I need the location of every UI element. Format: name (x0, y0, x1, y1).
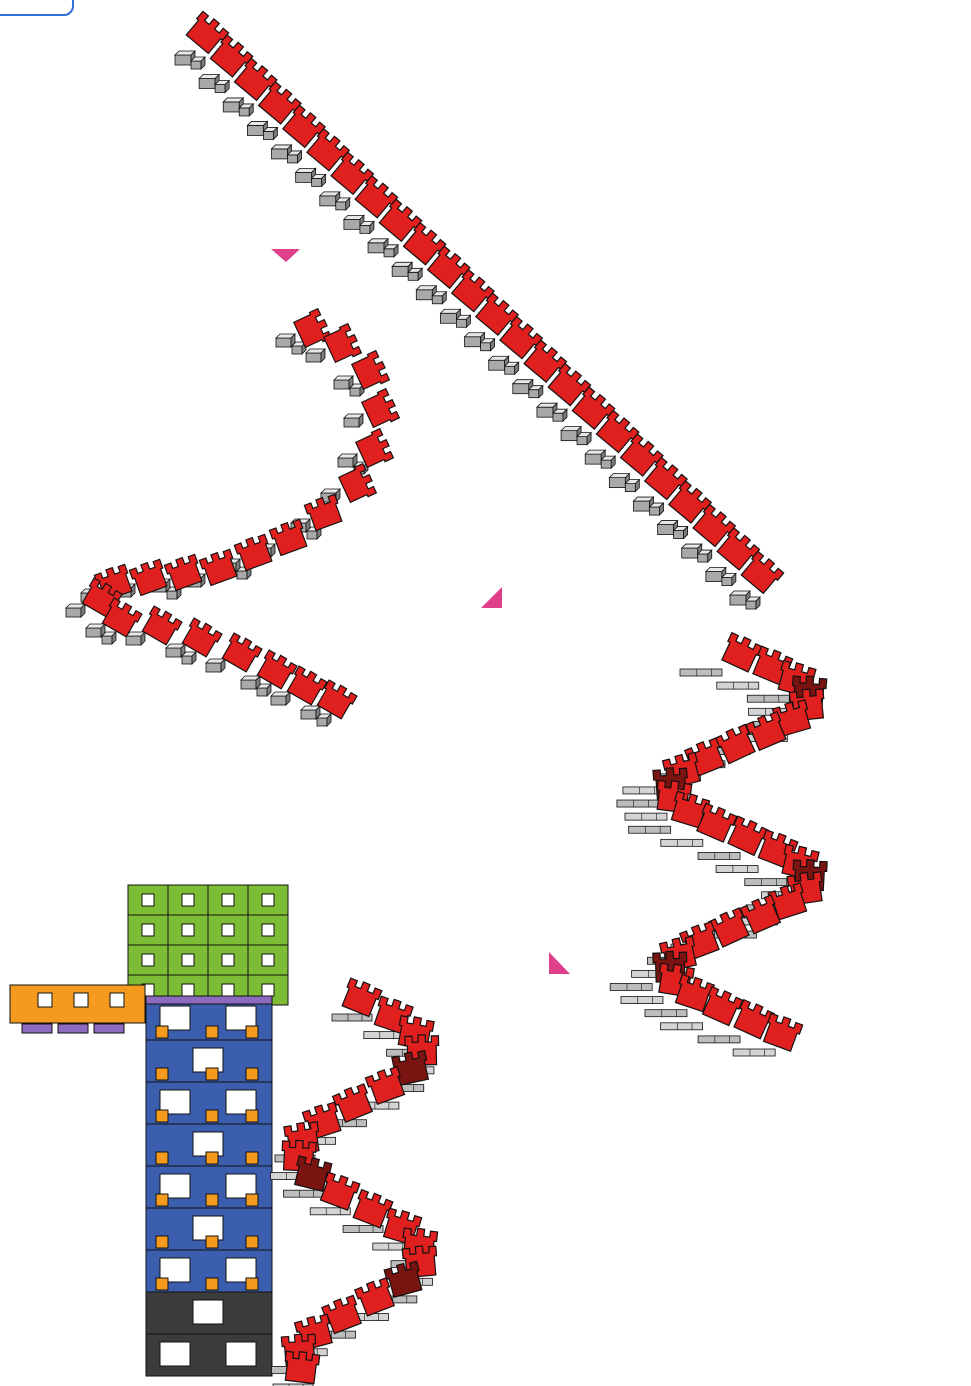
folded-chain-plates (80, 308, 400, 720)
side-block (360, 221, 374, 233)
side-block (432, 292, 446, 304)
side-block (746, 597, 760, 609)
side-bar (661, 1023, 703, 1030)
side-block (312, 174, 326, 186)
side-bar (745, 879, 787, 886)
side-block (257, 684, 271, 696)
side-block (182, 652, 196, 664)
side-block (674, 527, 688, 539)
chain-plate (323, 323, 363, 364)
side-bar (733, 1049, 775, 1056)
side-block (215, 80, 229, 92)
side-block (206, 659, 225, 672)
straight-chain (175, 10, 784, 609)
side-block (553, 409, 567, 421)
side-bar (625, 813, 667, 820)
side-block (239, 104, 253, 116)
side-block (384, 245, 398, 257)
tower-helix (271, 977, 439, 1386)
side-bar (698, 1036, 740, 1043)
side-block (698, 550, 712, 562)
side-block (344, 414, 363, 427)
side-block (601, 456, 615, 468)
chain-plate (338, 463, 378, 504)
chain-plate (140, 605, 182, 646)
chain-plate (351, 1189, 393, 1229)
side-bar (698, 852, 740, 859)
side-block (334, 376, 353, 389)
arrow-down-right-icon (549, 952, 570, 974)
side-bar (680, 669, 722, 676)
side-bar (621, 997, 663, 1004)
side-block (102, 632, 116, 644)
side-block (166, 644, 185, 657)
straight-chain-blocks (175, 51, 760, 609)
side-block (336, 198, 350, 210)
arrow-up-right-icon (481, 587, 502, 608)
side-block (481, 339, 495, 351)
chain-plate (220, 632, 262, 673)
folded-chain (66, 308, 400, 726)
folded-chain-blocks (66, 334, 368, 726)
chain-plate (384, 1260, 424, 1298)
chain-plate (361, 388, 401, 429)
chain-plate (340, 977, 382, 1017)
side-bar (717, 682, 759, 689)
side-block (456, 315, 470, 327)
side-block (408, 268, 422, 280)
side-bar (610, 983, 652, 990)
side-block (288, 151, 302, 163)
side-block (301, 706, 320, 719)
side-block (191, 57, 205, 69)
straight-chain-plates (184, 10, 784, 595)
side-block (66, 604, 85, 617)
helix-chain (610, 632, 827, 1056)
side-bar (716, 866, 758, 873)
tower-body (146, 996, 272, 1376)
side-block (276, 334, 295, 347)
side-bar (661, 839, 703, 846)
side-bar (629, 826, 671, 833)
side-block (338, 454, 357, 467)
side-block (271, 692, 290, 705)
side-bar (645, 1010, 687, 1017)
tower-arm (10, 985, 145, 1033)
arrow-down-icon (271, 249, 300, 262)
side-block (86, 624, 105, 637)
chain-plate (283, 1350, 320, 1384)
side-block (306, 349, 325, 362)
tower-cap (128, 885, 288, 1005)
chain-plate (332, 1083, 374, 1123)
side-block (505, 362, 519, 374)
side-block (529, 386, 543, 398)
side-block (577, 433, 591, 445)
side-block (722, 574, 736, 586)
side-block (317, 714, 331, 726)
side-block (649, 503, 663, 515)
side-block (241, 676, 260, 689)
side-block (263, 127, 277, 139)
side-bar (284, 1190, 324, 1197)
side-block (126, 632, 145, 645)
side-bar (747, 695, 789, 702)
side-bar (617, 800, 659, 807)
assembled-tower (10, 885, 439, 1386)
side-block (625, 480, 639, 492)
